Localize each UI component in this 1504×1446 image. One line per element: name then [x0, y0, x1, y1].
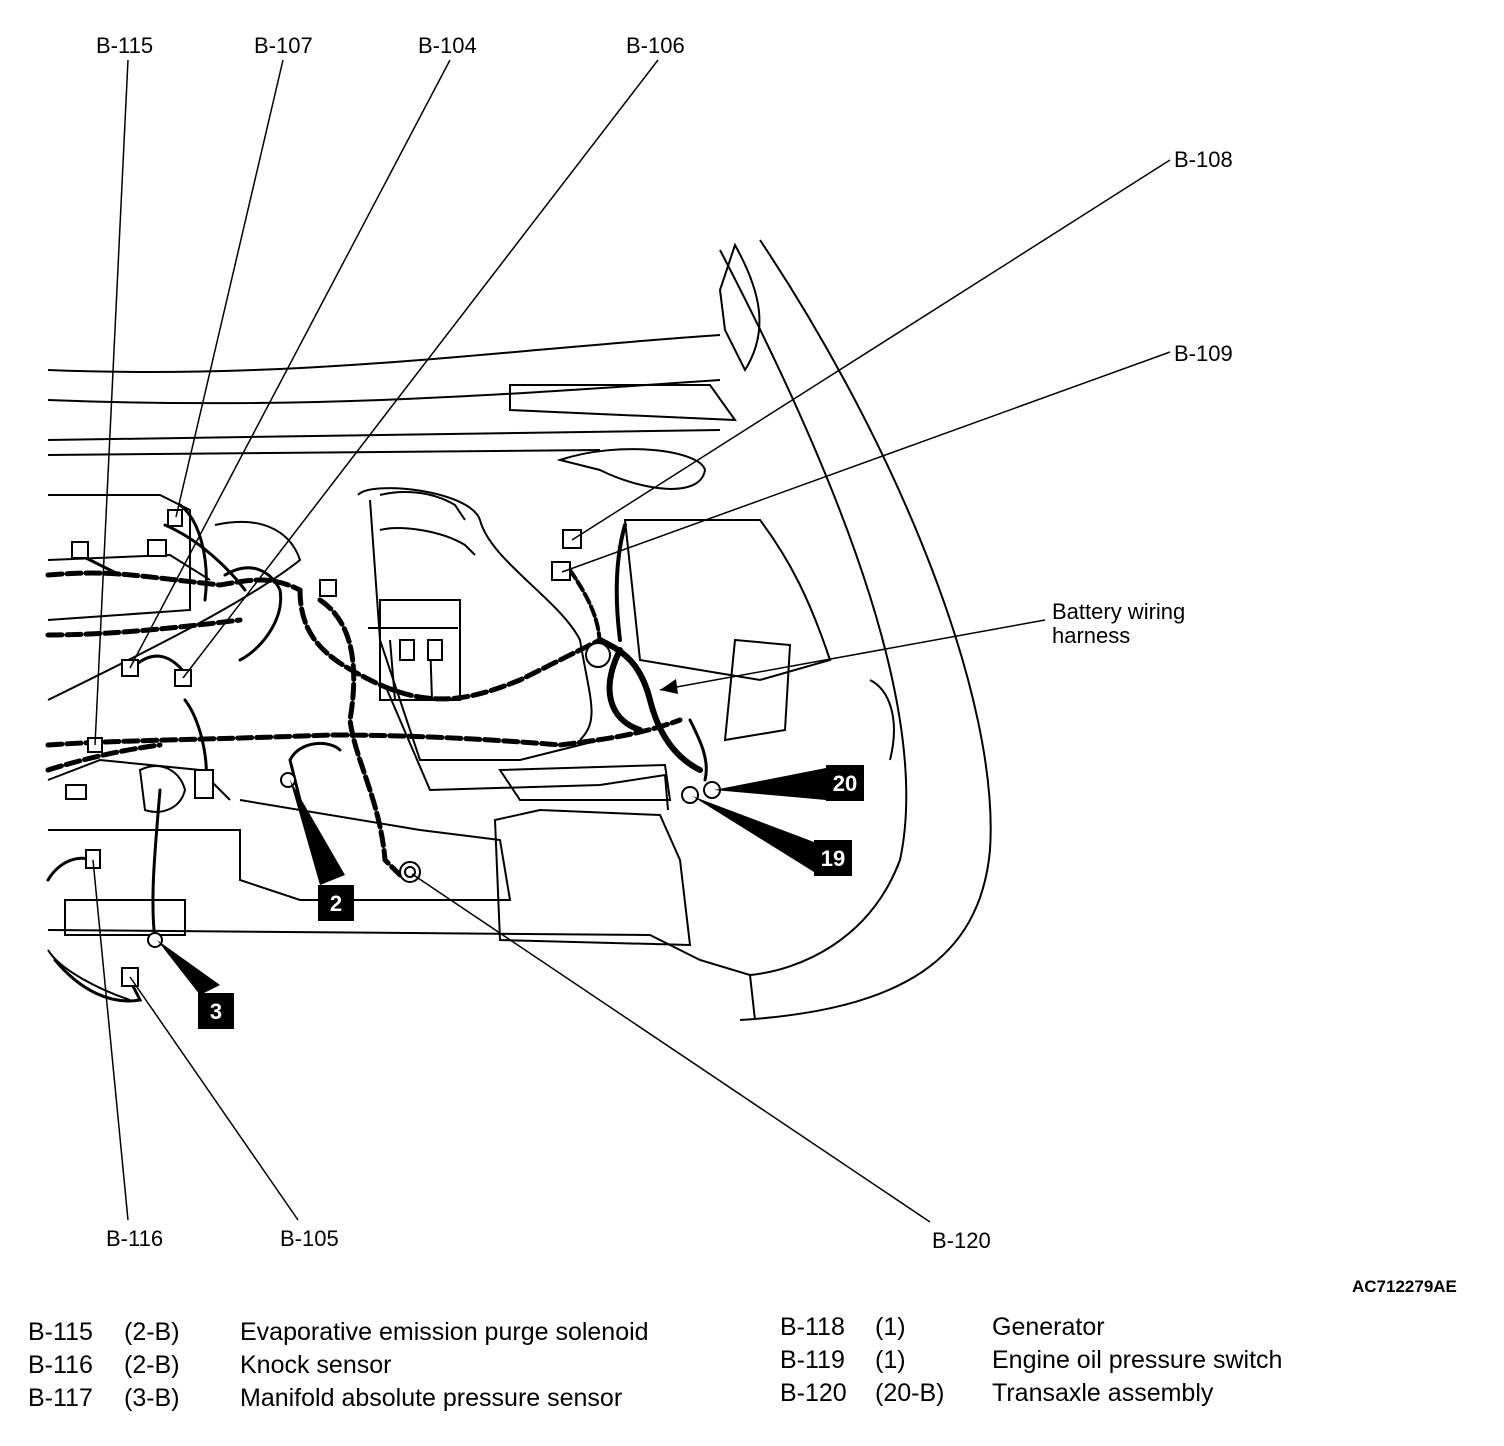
label-b-120: B-120: [932, 1228, 991, 1253]
harness-label-line2: harness: [1052, 623, 1130, 648]
svg-text:19: 19: [821, 846, 845, 871]
label-b-105: B-105: [280, 1226, 339, 1251]
legend-id: B-119: [780, 1346, 845, 1374]
legend-row: B-115 (2-B) Evaporative emission purge s…: [28, 1316, 728, 1349]
legend-left: B-115 (2-B) Evaporative emission purge s…: [28, 1316, 728, 1415]
legend-row: B-120 (20-B) Transaxle assembly: [780, 1377, 1480, 1410]
legend-name: Transaxle assembly: [992, 1379, 1214, 1407]
callout-box-19: 19: [814, 840, 852, 876]
label-b-108: B-108: [1174, 147, 1233, 172]
legend-name: Knock sensor: [240, 1351, 392, 1379]
legend-id: B-116: [28, 1351, 93, 1379]
legend-id: B-117: [28, 1384, 93, 1412]
engine-harness-diagram: B-115 B-107 B-104 B-106 B-108 B-109 B-11…: [45, 33, 1233, 1253]
legend-row: B-118 (1) Generator: [780, 1311, 1480, 1344]
label-b-116: B-116: [106, 1226, 163, 1251]
callout-box-20: 20: [826, 765, 864, 801]
leader-lines: [92, 59, 1171, 1223]
callout-box-2: 2: [318, 885, 354, 921]
legend-name: Engine oil pressure switch: [992, 1346, 1283, 1374]
legend-name: Generator: [992, 1313, 1105, 1341]
label-b-109: B-109: [1174, 341, 1233, 366]
legend-id: B-120: [780, 1379, 847, 1407]
label-b-106: B-106: [626, 33, 685, 58]
legend-ref: (1): [875, 1313, 906, 1341]
figure-code: AC712279AE: [1352, 1277, 1457, 1296]
legend-row: B-116 (2-B) Knock sensor: [28, 1349, 728, 1382]
legend-ref: (20-B): [875, 1379, 945, 1407]
harness-label-line1: Battery wiring: [1052, 599, 1185, 624]
harness-arrowhead: [660, 679, 678, 694]
legend-ref: (2-B): [124, 1351, 180, 1379]
legend-row: B-119 (1) Engine oil pressure switch: [780, 1344, 1480, 1377]
legend-ref: (2-B): [124, 1318, 180, 1346]
svg-text:20: 20: [833, 771, 857, 796]
svg-text:2: 2: [330, 891, 342, 916]
legend-ref: (3-B): [124, 1384, 180, 1412]
engine-bay-outline: [47, 239, 992, 1021]
callout-wedges: [157, 768, 826, 995]
label-b-104: B-104: [418, 33, 477, 58]
legend-row: B-117 (3-B) Manifold absolute pressure s…: [28, 1382, 728, 1415]
wiring-harness: [45, 503, 708, 1003]
connectors: [65, 509, 721, 987]
svg-text:3: 3: [210, 999, 222, 1024]
label-b-107: B-107: [254, 33, 313, 58]
label-b-115: B-115: [96, 33, 153, 58]
legend-right: B-118 (1) Generator B-119 (1) Engine oil…: [780, 1311, 1480, 1410]
legend-name: Evaporative emission purge solenoid: [240, 1318, 649, 1346]
legend-ref: (1): [875, 1346, 906, 1374]
legend-name: Manifold absolute pressure sensor: [240, 1384, 623, 1412]
legend-id: B-118: [780, 1313, 845, 1341]
callout-box-3: 3: [198, 993, 234, 1029]
legend-id: B-115: [28, 1318, 93, 1346]
